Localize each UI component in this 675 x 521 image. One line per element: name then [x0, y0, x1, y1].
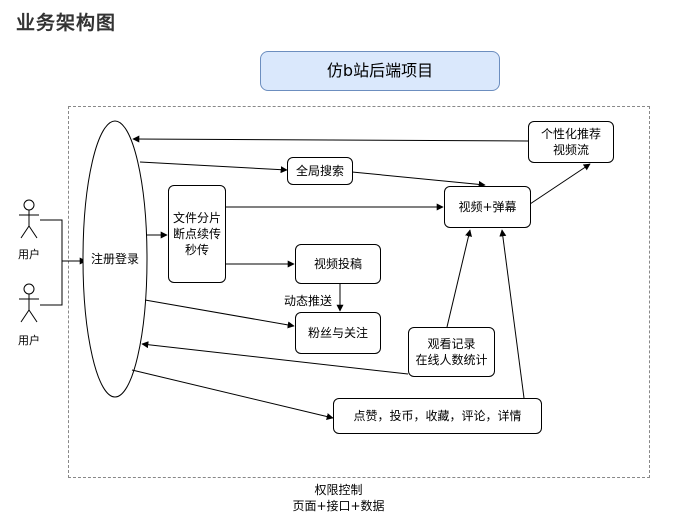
- edge-search-video: [351, 171, 486, 188]
- edge-register-fans: [144, 299, 295, 329]
- watch-record-line-2: 在线人数统计: [415, 353, 488, 367]
- watch-record-line-1: 观看记录: [427, 337, 476, 351]
- interactions-node: 点赞，投币，收藏，评论，详情: [333, 398, 542, 434]
- edge-recommend-register: [132, 135, 529, 143]
- global-search-node: 全局搜索: [287, 157, 353, 185]
- recommend-line-1: 个性化推荐: [540, 127, 601, 141]
- file-upload-line-2: 断点续传: [172, 227, 221, 241]
- video-submit-node: 视频投稿: [295, 244, 381, 284]
- user-bracket-connector: [40, 219, 63, 306]
- edge-video-recommend: [529, 163, 591, 205]
- watch-record-node: 观看记录 在线人数统计: [408, 327, 495, 377]
- user-label-2: 用户: [18, 334, 40, 347]
- user-actor-icon: [19, 283, 39, 323]
- user-label-1: 用户: [18, 248, 40, 261]
- edge-record-register: [141, 341, 409, 375]
- edge-register-interactions: [131, 369, 334, 420]
- footer-caption: 权限控制 页面+接口+数据: [0, 482, 675, 514]
- footer-line-1: 权限控制: [314, 483, 363, 497]
- edge-record-video: [446, 229, 472, 328]
- recommend-node: 个性化推荐 视频流: [528, 121, 614, 163]
- video-danmaku-node: 视频+弹幕: [444, 186, 531, 228]
- register-label: 注册登录: [90, 252, 139, 266]
- edge-interactions-video: [499, 229, 525, 399]
- file-upload-line-3: 秒传: [184, 243, 209, 257]
- recommend-line-2: 视频流: [552, 143, 589, 157]
- user-actor-icon: [19, 199, 39, 239]
- edge-register-search: [139, 161, 288, 174]
- dynamic-push-label: 动态推送: [284, 292, 333, 309]
- footer-line-2: 页面+接口+数据: [292, 499, 385, 513]
- project-title: 仿b站后端项目: [326, 61, 434, 80]
- project-title-box: 仿b站后端项目: [260, 51, 500, 91]
- system-boundary: [68, 106, 650, 478]
- fans-follow-node: 粉丝与关注: [295, 312, 381, 354]
- file-upload-node: 文件分片 断点续传 秒传: [168, 185, 226, 283]
- page-title: 业务架构图: [16, 12, 117, 34]
- register-login-ellipse: [82, 120, 148, 398]
- file-upload-line-1: 文件分片: [172, 211, 221, 225]
